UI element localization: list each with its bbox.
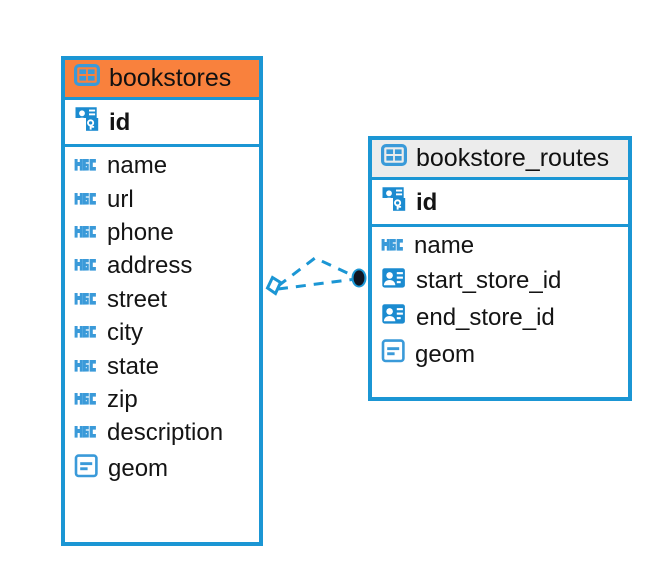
field-row-state[interactable]: state	[65, 350, 259, 383]
field-row-name[interactable]: name	[372, 229, 628, 262]
diamond-marker[interactable]	[265, 275, 283, 296]
abc-text-icon	[74, 319, 99, 346]
abc-text-icon	[74, 152, 99, 179]
relationship-connector	[265, 256, 367, 296]
field-row-description[interactable]: description	[65, 416, 259, 449]
entity-title: bookstores	[109, 64, 232, 92]
field-label: geom	[108, 455, 169, 483]
field-row-city[interactable]: city	[65, 316, 259, 349]
geometry-icon	[381, 338, 407, 370]
field-label: name	[414, 232, 475, 260]
field-row-geom[interactable]: geom	[372, 335, 628, 373]
field-row-name[interactable]: name	[65, 149, 259, 182]
field-row-start-store-id[interactable]: start_store_id	[372, 263, 628, 299]
field-row-id[interactable]: id	[372, 180, 628, 224]
field-row-geom[interactable]: geom	[65, 450, 259, 488]
geometry-icon	[74, 453, 100, 485]
foreign-key-icon	[381, 302, 408, 332]
table-icon	[74, 64, 100, 92]
field-list-bookstores: name url phone	[65, 147, 259, 488]
primary-key-block-bookstore-routes: id	[372, 177, 628, 228]
field-row-phone[interactable]: phone	[65, 216, 259, 249]
entity-title: bookstore_routes	[416, 144, 610, 172]
field-label: name	[107, 152, 168, 180]
field-label: url	[107, 185, 134, 213]
field-label: city	[107, 319, 143, 347]
abc-text-icon	[74, 219, 99, 246]
abc-text-icon	[74, 286, 99, 313]
field-label: start_store_id	[416, 267, 562, 295]
field-row-id[interactable]: id	[65, 100, 259, 144]
field-row-end-store-id[interactable]: end_store_id	[372, 299, 628, 335]
field-label: id	[416, 188, 438, 216]
foreign-key-icon	[381, 266, 408, 296]
abc-text-icon	[74, 353, 99, 380]
primary-key-icon	[381, 185, 411, 219]
filled-circle-marker[interactable]	[351, 268, 367, 288]
field-list-bookstore-routes: name start_store_id	[372, 227, 628, 373]
field-label: address	[107, 252, 193, 280]
field-label: id	[109, 108, 131, 136]
field-row-url[interactable]: url	[65, 183, 259, 216]
entity-bookstore-routes[interactable]: bookstore_routes id	[368, 136, 632, 401]
field-row-zip[interactable]: zip	[65, 383, 259, 416]
field-row-street[interactable]: street	[65, 283, 259, 316]
field-label: phone	[107, 219, 174, 247]
abc-text-icon	[74, 419, 99, 446]
abc-text-icon	[74, 252, 99, 279]
field-label: zip	[107, 385, 138, 413]
field-row-address[interactable]: address	[65, 249, 259, 282]
relationship-line-lower[interactable]	[277, 277, 357, 291]
field-label: end_store_id	[416, 303, 555, 331]
primary-key-block-bookstores: id	[65, 97, 259, 148]
abc-text-icon	[74, 386, 99, 413]
abc-text-icon	[381, 232, 406, 259]
field-label: state	[107, 352, 160, 380]
abc-text-icon	[74, 186, 99, 213]
table-icon	[381, 144, 407, 172]
relationship-line-upper[interactable]	[277, 256, 357, 288]
field-label: street	[107, 285, 168, 313]
primary-key-icon	[74, 105, 104, 139]
field-label: description	[107, 419, 224, 447]
field-label: geom	[415, 340, 476, 368]
entity-header-bookstores[interactable]: bookstores	[65, 60, 259, 97]
entity-header-bookstore-routes[interactable]: bookstore_routes	[372, 140, 628, 177]
entity-bookstores[interactable]: bookstores id	[61, 56, 263, 546]
